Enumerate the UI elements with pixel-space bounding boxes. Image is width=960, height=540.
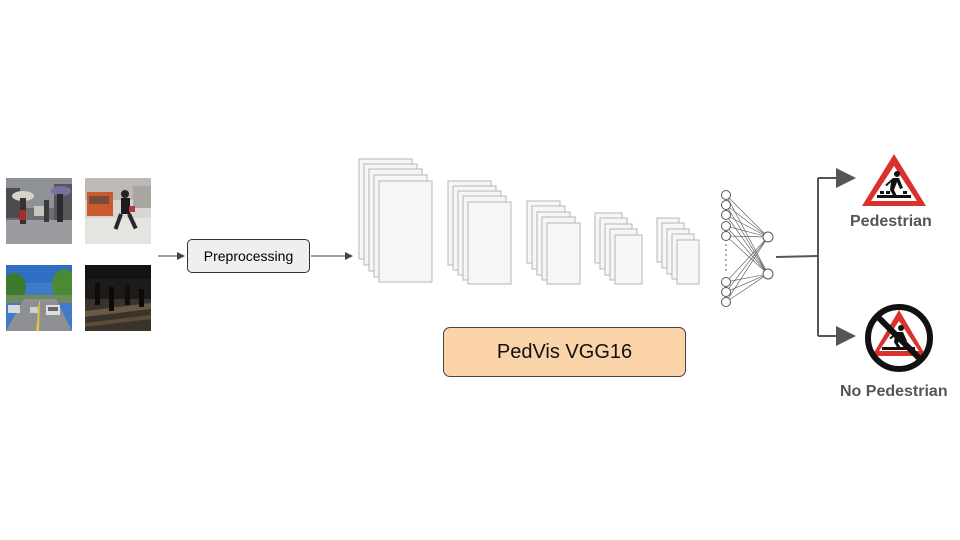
conv-block-5 xyxy=(656,217,700,285)
fc-input-neuron xyxy=(721,231,731,241)
fc-connection xyxy=(725,194,769,275)
fc-input-neuron xyxy=(721,287,731,297)
fc-connection xyxy=(725,214,769,275)
fc-input-neuron xyxy=(721,210,731,220)
fc-connection xyxy=(725,204,769,275)
fc-connection xyxy=(725,214,769,238)
fc-input-neuron xyxy=(721,190,731,200)
fc-connection xyxy=(725,273,769,283)
fully-connected-layer xyxy=(721,190,774,307)
fc-connection xyxy=(725,225,769,238)
conv-block-2 xyxy=(447,180,512,285)
no-pedestrian-prohibition-icon xyxy=(865,304,933,372)
conv-block-3 xyxy=(526,200,581,285)
fc-output-neuron xyxy=(762,268,774,280)
fc-connection xyxy=(725,204,769,238)
fc-connection xyxy=(725,236,769,293)
fc-connection xyxy=(725,236,769,283)
input-image-motion xyxy=(85,178,151,244)
fc-input-neuron xyxy=(721,200,731,210)
input-image-sunny-road xyxy=(6,265,72,331)
model-label: PedVis VGG16 xyxy=(496,340,633,363)
fc-connection xyxy=(725,273,769,303)
conv-block-1 xyxy=(358,158,433,283)
model-box: PedVis VGG16 xyxy=(443,327,686,377)
conv-block-4 xyxy=(594,212,643,285)
output-label-pedestrian: Pedestrian xyxy=(850,213,932,230)
fc-input-neuron xyxy=(721,297,731,307)
fc-connection xyxy=(725,236,769,303)
output-arrows xyxy=(775,168,856,346)
preprocessing-label: Preprocessing xyxy=(203,248,294,264)
fc-input-neuron xyxy=(721,221,731,231)
fc-connection xyxy=(725,273,769,293)
fc-connection xyxy=(725,194,769,238)
preprocessing-box: Preprocessing xyxy=(187,239,310,273)
output-label-no-pedestrian: No Pedestrian xyxy=(840,383,948,400)
input-image-rainy xyxy=(6,178,72,244)
fc-connection xyxy=(725,235,769,275)
fc-output-neuron xyxy=(762,231,774,243)
fc-connection xyxy=(725,225,769,275)
fc-connection xyxy=(725,235,769,238)
fc-input-neuron xyxy=(721,277,731,287)
pedestrian-warning-sign-icon xyxy=(862,154,926,206)
input-image-night xyxy=(85,265,151,331)
